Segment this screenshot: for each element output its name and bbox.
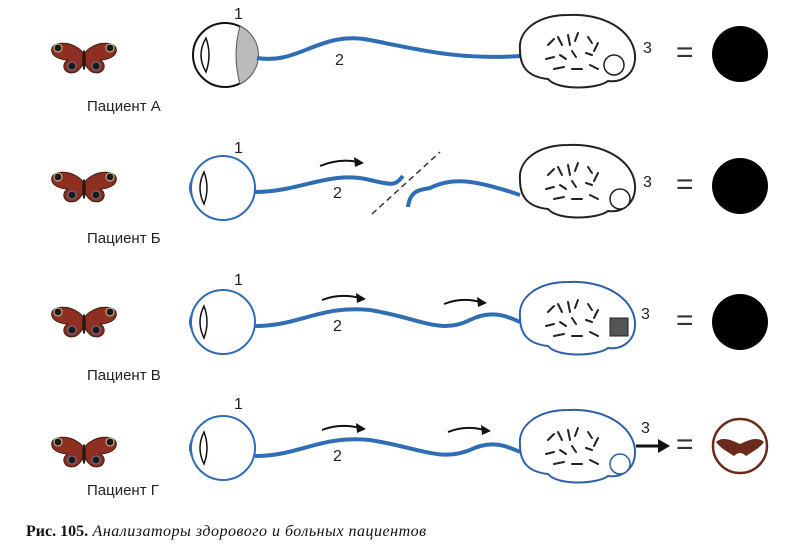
optic-nerve [254, 437, 521, 458]
label-nerve: 2 [333, 318, 342, 335]
optic-nerve-part1 [254, 174, 405, 194]
damaged-area [609, 317, 629, 337]
patient-label: Пациент В [87, 367, 161, 384]
butterfly-icon [51, 436, 117, 468]
label-eye: 1 [234, 272, 243, 289]
optic-nerve [256, 36, 521, 61]
arrow-icon [321, 294, 361, 301]
label-eye: 1 [234, 396, 243, 413]
arrow-icon [447, 426, 485, 433]
optic-nerve [254, 307, 521, 328]
eye-icon [189, 289, 256, 355]
label-brain: 3 [641, 420, 650, 437]
butterfly-icon [51, 306, 117, 338]
label-eye: 1 [234, 140, 243, 157]
label-brain: 3 [641, 306, 650, 323]
row-patient-a [51, 13, 768, 89]
row-patient-b [51, 143, 768, 221]
label-brain: 3 [643, 40, 652, 57]
patient-label: Пациент Г [87, 482, 159, 499]
butterfly-icon [51, 171, 117, 203]
arrow-icon [321, 424, 361, 431]
equals-sign: = [676, 428, 694, 461]
label-nerve: 2 [333, 448, 342, 465]
label-nerve: 2 [333, 185, 342, 202]
label-nerve: 2 [335, 52, 344, 69]
brain-icon [518, 408, 637, 484]
patient-label: Пациент А [87, 98, 161, 115]
cut-line [371, 151, 441, 215]
arrow-icon [319, 159, 359, 167]
equals-sign: = [676, 168, 694, 201]
brain-icon [518, 143, 637, 219]
eye-icon [192, 22, 259, 88]
eye-icon [189, 415, 256, 481]
eye-icon [189, 155, 256, 221]
result-butterfly-circle [711, 417, 769, 475]
result-black-circle [712, 26, 768, 82]
row-patient-g [51, 408, 769, 484]
equals-sign: = [676, 304, 694, 337]
label-brain: 3 [643, 174, 652, 191]
caption-prefix: Рис. 105. [26, 523, 89, 540]
optic-nerve-part2 [406, 179, 521, 208]
arrow-icon [443, 298, 481, 305]
equals-sign: = [676, 36, 694, 69]
butterfly-icon [51, 42, 117, 74]
patient-label: Пациент Б [87, 230, 161, 247]
result-black-circle [712, 294, 768, 350]
brain-icon [518, 280, 637, 356]
result-black-circle [712, 158, 768, 214]
row-patient-v [51, 280, 768, 356]
caption-text: Анализаторы здорового и больных пациенто… [92, 523, 427, 540]
brain-icon [518, 13, 637, 89]
label-eye: 1 [234, 6, 243, 23]
figure-caption: Рис. 105. Анализаторы здорового и больны… [26, 523, 427, 541]
